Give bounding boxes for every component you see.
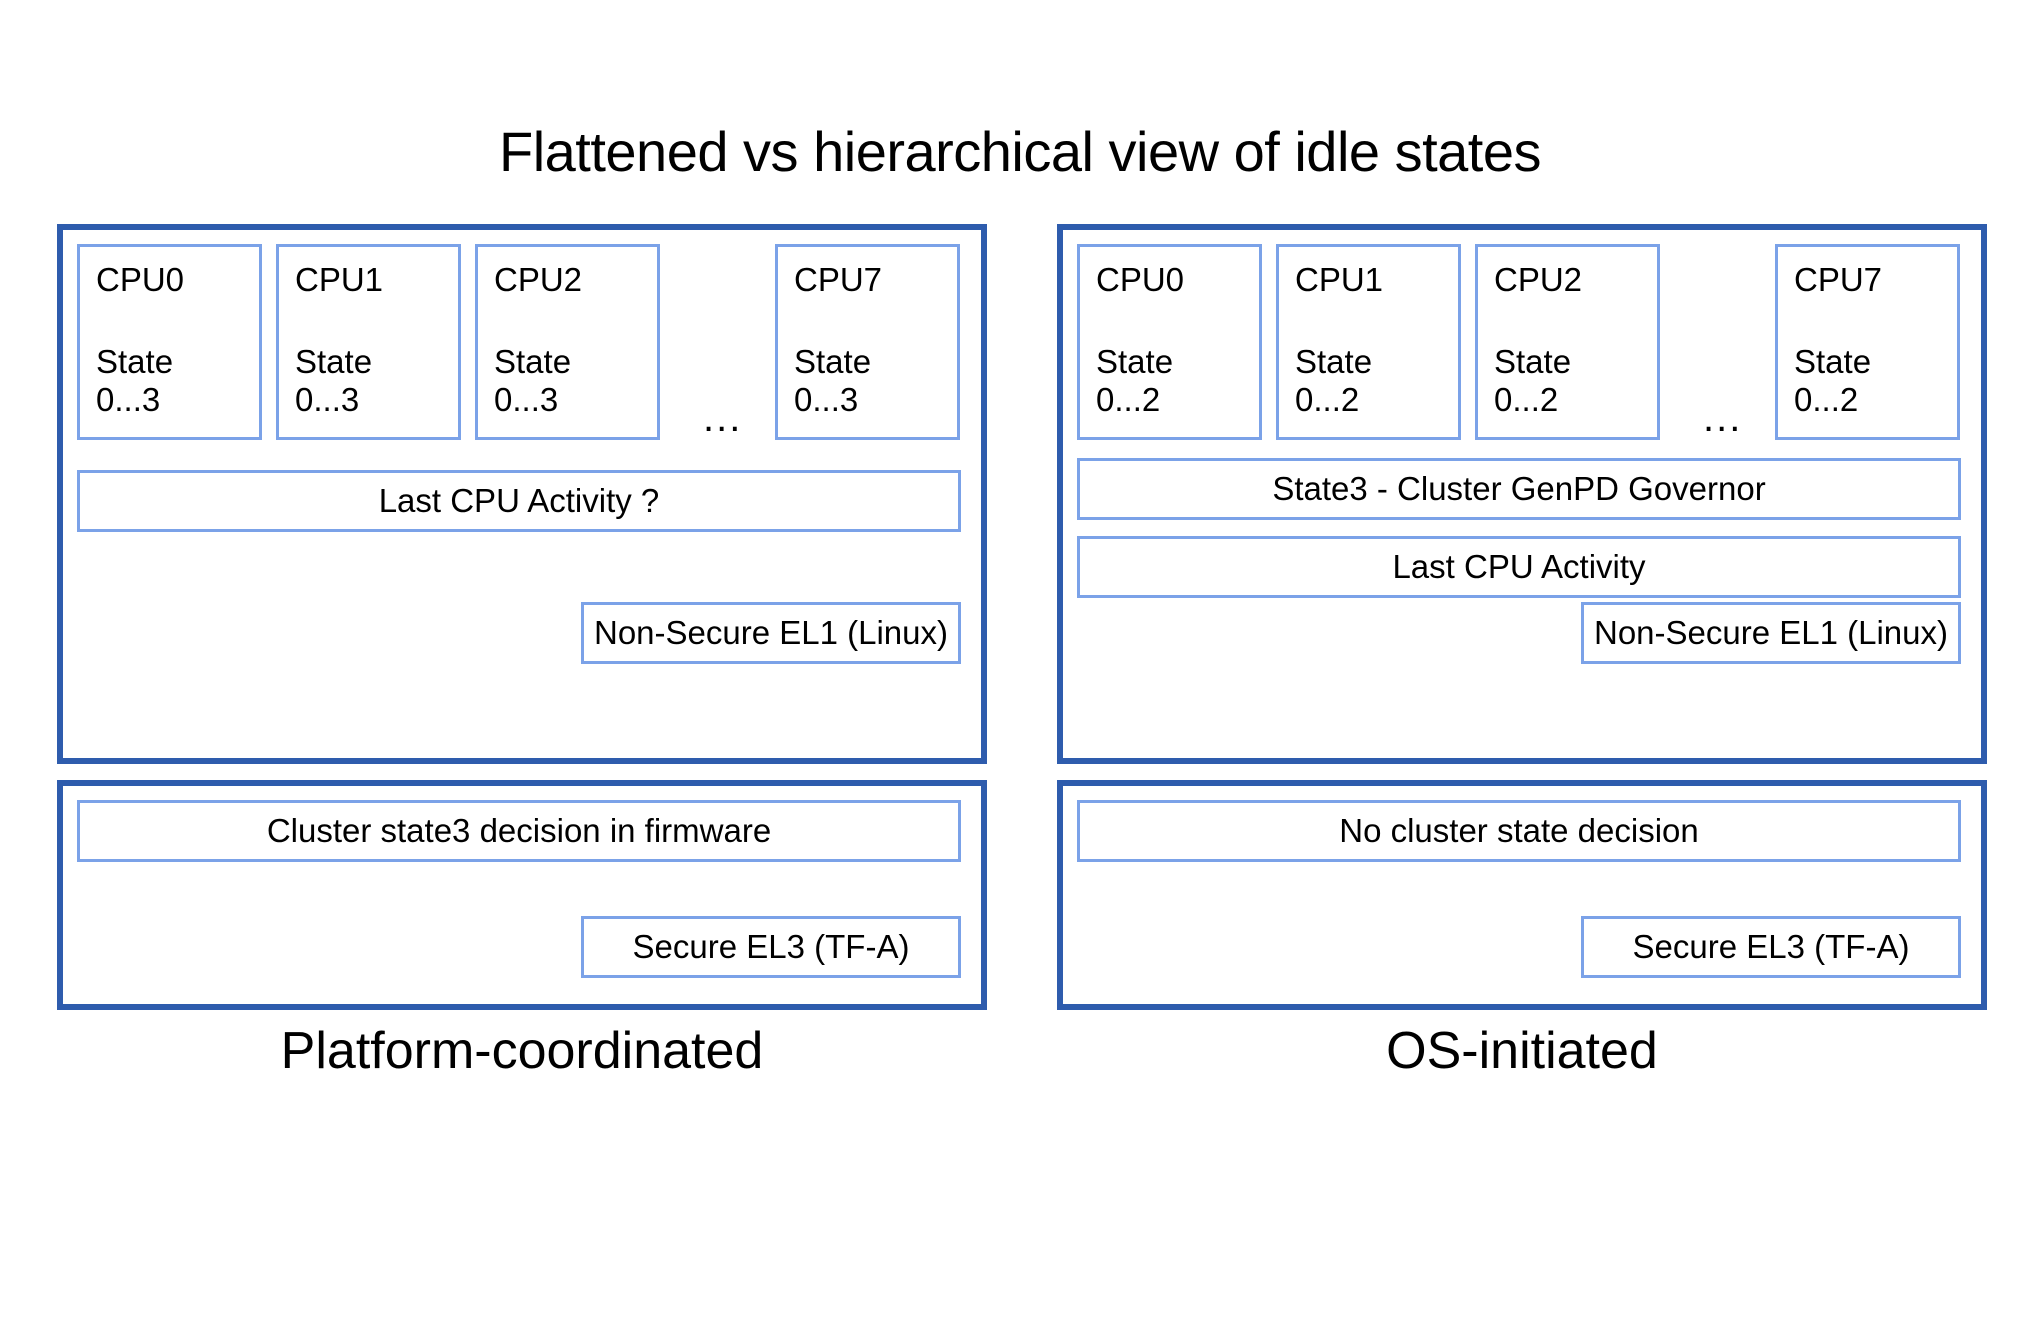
- bar-cluster-state-decision: No cluster state decision: [1077, 800, 1961, 862]
- cpu-label: CPU7: [794, 261, 883, 298]
- column-platform-coordinated: CPU0 State 0...3 CPU1 State 0...3 CPU2 S…: [57, 224, 987, 1010]
- badge-secure-el3: Secure EL3 (TF-A): [1581, 916, 1961, 978]
- cpu-box-cpu0: CPU0 State 0...2: [1077, 244, 1262, 440]
- cpu-state-range: 0...2: [1494, 381, 1559, 418]
- cpu-box-cpu1: CPU1 State 0...3: [276, 244, 461, 440]
- os-panel-os-initiated: CPU0 State 0...2 CPU1 State 0...2 CPU2 S…: [1057, 224, 1987, 764]
- cpu-box-cpu7: CPU7 State 0...2: [1775, 244, 1960, 440]
- cpu-box-cpu1: CPU1 State 0...2: [1276, 244, 1461, 440]
- badge-secure-el3: Secure EL3 (TF-A): [581, 916, 961, 978]
- cpu-label: CPU0: [96, 261, 185, 298]
- cpu-state-label: State: [295, 343, 373, 380]
- caption-os-initiated: OS-initiated: [1386, 1022, 1658, 1080]
- caption-platform-coordinated: Platform-coordinated: [280, 1022, 764, 1080]
- cpu-box-cpu2: CPU2 State 0...2: [1475, 244, 1660, 440]
- cpu-state-range: 0...2: [1794, 381, 1859, 418]
- bar-cluster-genpd-governor: State3 - Cluster GenPD Governor: [1077, 458, 1961, 520]
- cpu-state-range: 0...2: [1295, 381, 1360, 418]
- cpu-state-label: State: [494, 343, 572, 380]
- cpu-state-label: State: [1096, 343, 1174, 380]
- cpu-state-range: 0...3: [295, 381, 360, 418]
- cpu-state-range: 0...3: [794, 381, 859, 418]
- cpu-state-range: 0...2: [1096, 381, 1161, 418]
- cpu-label: CPU1: [1295, 261, 1384, 298]
- cpu-state-label: State: [1295, 343, 1373, 380]
- firmware-panel-os-initiated: No cluster state decision Secure EL3 (TF…: [1057, 780, 1987, 1010]
- cpu-box-cpu2: CPU2 State 0...3: [475, 244, 660, 440]
- badge-non-secure-el1: Non-Secure EL1 (Linux): [1581, 602, 1961, 664]
- bar-last-cpu-activity: Last CPU Activity ?: [77, 470, 961, 532]
- cpu-state-range: 0...3: [494, 381, 559, 418]
- cpu-label: CPU2: [494, 261, 583, 298]
- cpu-state-label: State: [1494, 343, 1572, 380]
- cpu-state-label: State: [1794, 343, 1872, 380]
- bar-last-cpu-activity: Last CPU Activity: [1077, 536, 1961, 598]
- bar-cluster-state-decision: Cluster state3 decision in firmware: [77, 800, 961, 862]
- cpu-label: CPU1: [295, 261, 384, 298]
- cpu-label: CPU7: [1794, 261, 1883, 298]
- cpu-label: CPU0: [1096, 261, 1185, 298]
- os-panel-platform-coordinated: CPU0 State 0...3 CPU1 State 0...3 CPU2 S…: [57, 224, 987, 764]
- cpu-state-label: State: [794, 343, 872, 380]
- cpu-box-cpu0: CPU0 State 0...3: [77, 244, 262, 440]
- cpu-label: CPU2: [1494, 261, 1583, 298]
- cpu-state-range: 0...3: [96, 381, 161, 418]
- cpu-state-label: State: [96, 343, 174, 380]
- cpu-ellipsis: ...: [703, 396, 743, 440]
- badge-non-secure-el1: Non-Secure EL1 (Linux): [581, 602, 961, 664]
- cpu-box-cpu7: CPU7 State 0...3: [775, 244, 960, 440]
- column-os-initiated: CPU0 State 0...2 CPU1 State 0...2 CPU2 S…: [1057, 224, 1987, 1010]
- page-title: Flattened vs hierarchical view of idle s…: [499, 120, 1542, 183]
- cpu-ellipsis: ...: [1703, 396, 1743, 440]
- firmware-panel-platform-coordinated: Cluster state3 decision in firmware Secu…: [57, 780, 987, 1010]
